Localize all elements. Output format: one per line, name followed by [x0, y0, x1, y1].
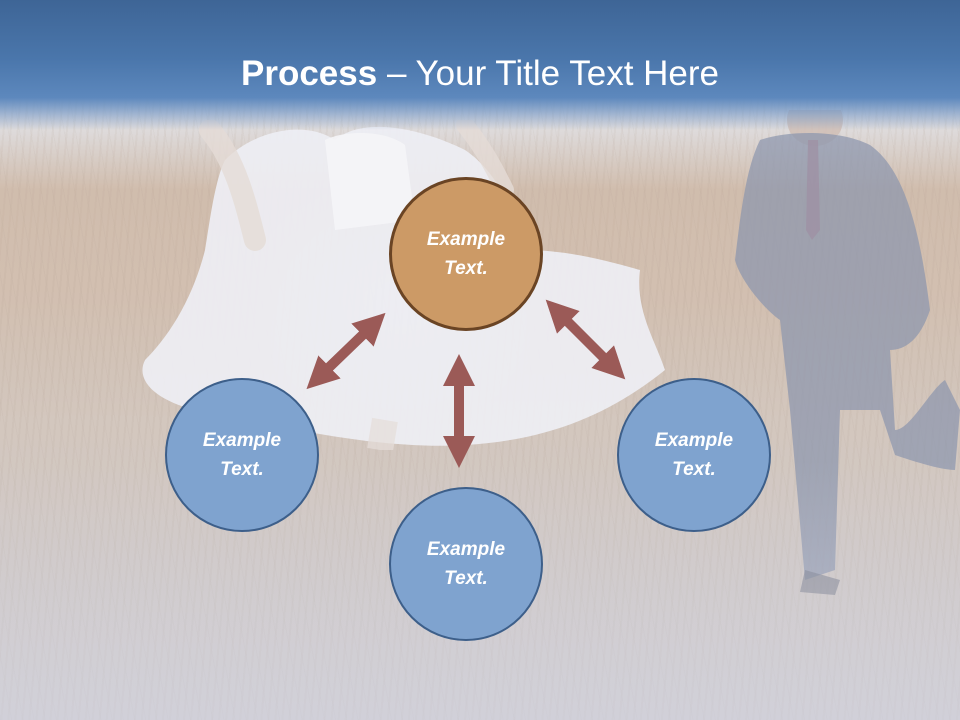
title-strong: Process [241, 54, 378, 93]
arrow-right-diagonal [545, 299, 626, 380]
title-rest: – Your Title Text Here [377, 54, 719, 93]
process-node-right[interactable]: Example Text. [617, 378, 771, 532]
process-node-bottom[interactable]: Example Text. [389, 487, 543, 641]
process-node-left[interactable]: Example Text. [165, 378, 319, 532]
slide-title[interactable]: Process – Your Title Text Here [0, 52, 960, 96]
node-right-text: Example Text. [654, 430, 734, 480]
arrow-left-diagonal [306, 312, 386, 390]
process-node-top[interactable]: Example Text. [389, 177, 543, 331]
node-bottom-text: Example Text. [426, 539, 506, 589]
node-left-text: Example Text. [202, 430, 282, 480]
title-band [0, 0, 960, 130]
node-top-text: Example Text. [426, 229, 506, 279]
